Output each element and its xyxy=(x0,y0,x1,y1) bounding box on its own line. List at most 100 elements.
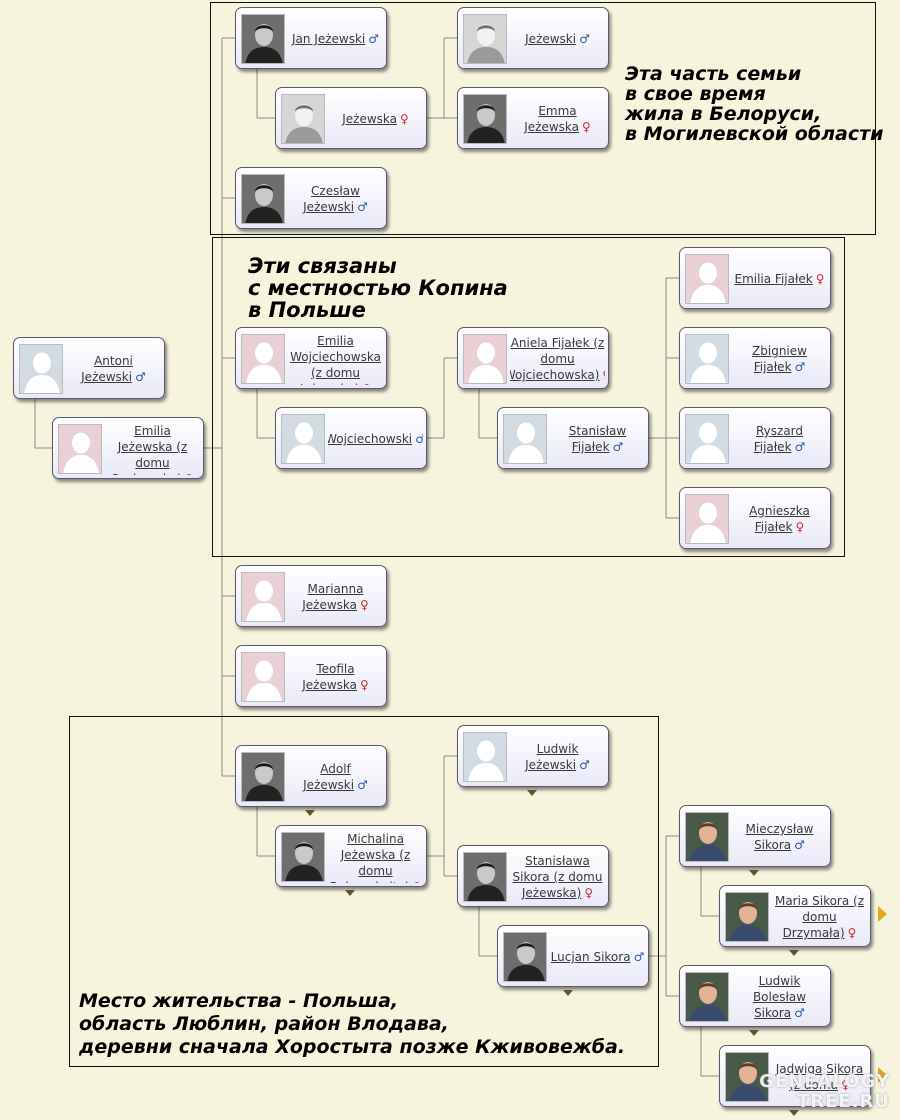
person-photo[interactable] xyxy=(281,832,325,882)
person-name-block: Agnieszka Fijałek♀ xyxy=(732,493,827,545)
person-name-link[interactable]: Ludwik Bolesław Sikora xyxy=(752,974,807,1020)
person-name-link[interactable]: Czesław Jeżewski xyxy=(303,184,360,214)
person-name-link[interactable]: Stanisław Fijałek xyxy=(568,424,627,454)
person-card-jadwiga-sikora[interactable]: Jadwiga Sikora (z domu♀ xyxy=(719,1045,871,1107)
person-photo[interactable] xyxy=(503,932,547,982)
person-card-stanislaw-fijalek[interactable]: Stanisław Fijałek♂ xyxy=(497,407,649,469)
person-photo[interactable] xyxy=(503,414,547,464)
person-photo[interactable] xyxy=(281,94,325,144)
person-name-link[interactable]: Mieczysław Sikora xyxy=(745,822,814,852)
person-card-ludwik-boleslaw-sikora[interactable]: Ludwik Bolesław Sikora♂ xyxy=(679,965,831,1027)
person-card-maria-sikora[interactable]: Maria Sikora (z domu Drzymała)♀ xyxy=(719,885,871,947)
person-card-jezewski[interactable]: Jeżewski♂ xyxy=(457,7,609,69)
person-card-emilia-fijalek[interactable]: Emilia Fijałek♀ xyxy=(679,247,831,309)
person-card-emilia-jezewska-z-domu[interactable]: Emilia Jeżewska (z domu Szukowska)♀ xyxy=(52,417,204,479)
person-card-emilia-wojciechowska[interactable]: Emilia Wojciechowska (z domu Jeżewska)♀ xyxy=(235,327,387,389)
expand-children-icon[interactable] xyxy=(789,950,799,956)
person-name-block: Mieczysław Sikora♂ xyxy=(732,811,827,863)
person-card-wojciechowski[interactable]: Wojciechowski♂ xyxy=(275,407,427,469)
person-photo[interactable] xyxy=(463,852,507,902)
person-photo[interactable] xyxy=(463,732,507,782)
person-photo[interactable] xyxy=(685,494,729,544)
person-photo[interactable] xyxy=(725,892,769,942)
person-name-link[interactable]: Ryszard Fijałek xyxy=(753,424,804,454)
person-photo[interactable] xyxy=(463,94,507,144)
person-name-inner: Jeżewski♂ xyxy=(525,31,590,47)
person-name-link[interactable]: Agnieszka Fijałek xyxy=(749,504,810,534)
person-card-adolf-jezewski[interactable]: Adolf Jeżewski♂ xyxy=(235,745,387,807)
person-name-link[interactable]: Aniela Fijałek (z domu Wojciechowska) xyxy=(510,336,605,382)
person-photo[interactable] xyxy=(685,254,729,304)
expand-children-icon[interactable] xyxy=(563,990,573,996)
person-name-link[interactable]: Jadwiga Sikora (z domu xyxy=(775,1062,864,1092)
person-photo[interactable] xyxy=(463,334,507,384)
person-card-stanislawa-sikora[interactable]: Stanisława Sikora (z domu Jeżewska)♀ xyxy=(457,845,609,907)
female-symbol-icon: ♀ xyxy=(359,598,369,612)
person-name-link[interactable]: Emma Jeżewska xyxy=(524,104,579,134)
expand-children-icon[interactable] xyxy=(789,1110,799,1116)
person-name-block: Emma Jeżewska♀ xyxy=(510,93,605,145)
female-symbol-icon: ♀ xyxy=(185,472,194,475)
person-photo[interactable] xyxy=(241,572,285,622)
expand-arrow-icon[interactable] xyxy=(878,906,887,922)
person-card-ryszard-fijalek[interactable]: Ryszard Fijałek♂ xyxy=(679,407,831,469)
person-photo[interactable] xyxy=(685,972,729,1022)
person-name-link[interactable]: Adolf Jeżewski xyxy=(303,762,355,792)
person-photo[interactable] xyxy=(241,14,285,64)
person-card-jezewska[interactable]: Jeżewska♀ xyxy=(275,87,427,149)
person-name-link[interactable]: Emilia Fijałek xyxy=(734,272,813,286)
expand-children-icon[interactable] xyxy=(305,810,315,816)
person-name-link[interactable]: Antoni Jeżewski xyxy=(81,354,133,384)
person-name-link[interactable]: Emilia Jeżewska (z domu Szukowska) xyxy=(111,424,188,475)
person-photo[interactable] xyxy=(241,752,285,802)
male-symbol-icon: ♂ xyxy=(794,440,806,454)
person-photo[interactable] xyxy=(241,334,285,384)
person-name-link[interactable]: Emilia Wojciechowska (z domu Jeżewska) xyxy=(290,334,381,385)
expand-children-icon[interactable] xyxy=(749,870,759,876)
person-name-link[interactable]: Michalina Jeżewska (z domu Bukowskaite) xyxy=(330,832,411,883)
person-name-link[interactable]: Jeżewska xyxy=(342,112,397,126)
person-name-link[interactable]: Stanisława Sikora (z domu Jeżewska) xyxy=(512,854,603,900)
person-card-agnieszka-fijalek[interactable]: Agnieszka Fijałek♀ xyxy=(679,487,831,549)
person-photo[interactable] xyxy=(685,812,729,862)
person-card-teofila-jezewska[interactable]: Teofila Jeżewska♀ xyxy=(235,645,387,707)
person-name-link[interactable]: Teofila Jeżewska xyxy=(302,662,357,692)
person-card-lucjan-sikora[interactable]: Lucjan Sikora♂ xyxy=(497,925,649,987)
person-photo[interactable] xyxy=(725,1052,769,1102)
person-name-block: Emilia Wojciechowska (z domu Jeżewska)♀ xyxy=(288,333,383,385)
person-name-block: Emilia Jeżewska (z domu Szukowska)♀ xyxy=(105,423,200,475)
person-card-aniela-fijalek[interactable]: Aniela Fijałek (z domu Wojciechowska)♀ xyxy=(457,327,609,389)
person-name-link[interactable]: Maria Sikora (z domu Drzymała) xyxy=(774,894,865,940)
person-card-ludwik-jezewski[interactable]: Ludwik Jeżewski♂ xyxy=(457,725,609,787)
person-photo[interactable] xyxy=(685,334,729,384)
person-card-czeslaw-jezewski[interactable]: Czesław Jeżewski♂ xyxy=(235,167,387,229)
expand-arrow-icon[interactable] xyxy=(878,1067,887,1083)
person-name-link[interactable]: Lucjan Sikora xyxy=(550,950,631,964)
person-card-zbigniew-fijalek[interactable]: Zbigniew Fijałek♂ xyxy=(679,327,831,389)
person-photo[interactable] xyxy=(19,344,63,394)
expand-children-icon[interactable] xyxy=(345,890,355,896)
person-photo[interactable] xyxy=(281,414,325,464)
person-name-link[interactable]: Zbigniew Fijałek xyxy=(752,344,807,374)
person-name-block: Lucjan Sikora♂ xyxy=(550,931,645,983)
person-card-michalina-jezewska[interactable]: Michalina Jeżewska (z domu Bukowskaite)♀ xyxy=(275,825,427,887)
person-name-link[interactable]: Wojciechowski xyxy=(328,432,413,446)
person-photo[interactable] xyxy=(241,174,285,224)
person-name-inner: Ryszard Fijałek♂ xyxy=(732,423,827,455)
person-card-antoni-jezewski[interactable]: Antoni Jeżewski♂ xyxy=(13,337,165,399)
person-card-emma-jezewska[interactable]: Emma Jeżewska♀ xyxy=(457,87,609,149)
expand-children-icon[interactable] xyxy=(749,1030,759,1036)
expand-children-icon[interactable] xyxy=(527,790,537,796)
person-name-link[interactable]: Ludwik Jeżewski xyxy=(525,742,579,772)
person-photo[interactable] xyxy=(58,424,102,474)
person-photo[interactable] xyxy=(463,14,507,64)
person-name-link[interactable]: Jeżewski xyxy=(525,32,577,46)
person-photo[interactable] xyxy=(241,652,285,702)
person-card-mieczyslaw-sikora[interactable]: Mieczysław Sikora♂ xyxy=(679,805,831,867)
person-name-inner: Emilia Jeżewska (z domu Szukowska)♀ xyxy=(105,423,200,475)
person-photo[interactable] xyxy=(685,414,729,464)
person-card-marianna-jezewska[interactable]: Marianna Jeżewska♀ xyxy=(235,565,387,627)
person-name-link[interactable]: Marianna Jeżewska xyxy=(302,582,364,612)
person-name-link[interactable]: Jan Jeżewski xyxy=(291,32,366,46)
person-card-jan-jezewski[interactable]: Jan Jeżewski♂ xyxy=(235,7,387,69)
